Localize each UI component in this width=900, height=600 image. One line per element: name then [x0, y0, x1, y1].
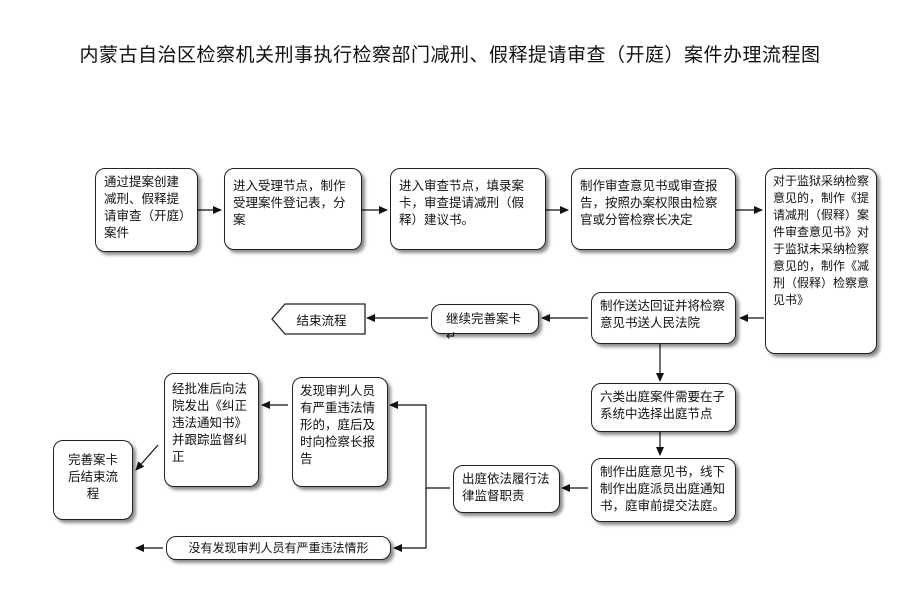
node-finish-card: 完善案卡后结束流程 [53, 440, 133, 520]
node-correction-notice: 经批准后向法院发出《纠正违法通知书》并跟踪监督纠正 [164, 373, 259, 487]
node-create-case: 通过提案创建减刑、假释提请审查（开庭）案件 [95, 168, 198, 252]
node-court-opinion: 制作出庭意见书，线下制作出庭派员出庭通知书，庭审前提交法庭。 [591, 458, 736, 522]
node-court-supervision: 出庭依法履行法律监督职责 [453, 465, 560, 513]
node-accept: 进入受理节点，制作受理案件登记表，分案 [224, 168, 362, 250]
node-serve-court: 制作送达回证并将检察意见书送人民法院 [591, 292, 736, 344]
node-opinion-document: 对于监狱采纳检察意见的，制作《提请减刑（假释）案件审查意见书》对于监狱未采纳检察… [765, 168, 877, 354]
arrow-n13-n14 [135, 444, 159, 471]
node-select-court-stage: 六类出庭案件需要在子系统中选择出庭节点 [591, 383, 736, 432]
page-title: 内蒙古自治区检察机关刑事执行检察部门减刑、假释提请审查（开庭）案件办理流程图 [79, 44, 821, 66]
arrow-n11-n15 [393, 488, 427, 552]
arrow-n11-n12 [389, 401, 450, 489]
end-flow-label: 结束流程 [296, 313, 347, 328]
node-review: 进入审查节点，填录案卡，审查提请减刑（假释）建议书。 [390, 168, 546, 250]
node-end-flow: 结束流程 [271, 303, 366, 335]
node-review-opinion: 制作审查意见书或审查报告，按照办案权限由检察官或分管检察长决定 [571, 168, 736, 250]
node-no-violation: 没有发现审判人员有严重违法情形 [166, 536, 391, 560]
node-report-violation: 发现审判人员有严重违法情形的，庭后及时向检察长报告 [292, 377, 388, 487]
node-complete-card: 继续完善案卡↵ [431, 304, 539, 343]
